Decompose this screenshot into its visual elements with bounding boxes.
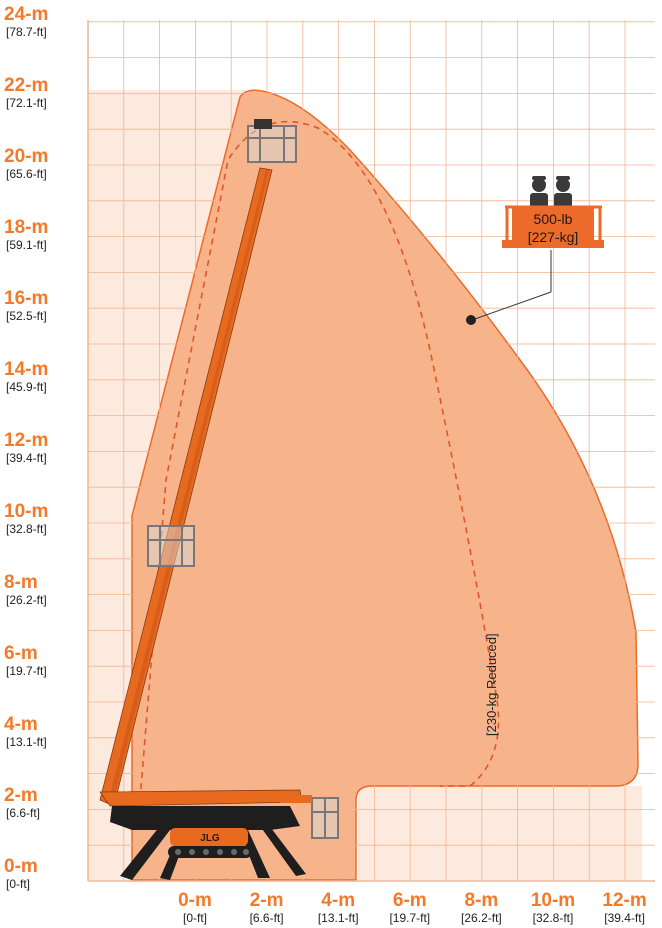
y-tick-label-ft: [19.7-ft]: [6, 664, 47, 678]
two-workers-helmet-icon: [530, 176, 572, 209]
working-envelope: [131, 89, 639, 881]
y-tick-label-m: 20-m: [4, 146, 48, 167]
x-tick-label-m: 10-m: [531, 890, 575, 911]
y-tick-label-ft: [52.5-ft]: [6, 309, 47, 323]
y-tick-label-ft: [32.8-ft]: [6, 522, 47, 536]
y-tick-label-m: 10-m: [4, 501, 48, 522]
y-tick-label-ft: [26.2-ft]: [6, 593, 47, 607]
machine-brand-logo: JLG: [200, 833, 220, 844]
y-tick-label-ft: [6.6-ft]: [6, 806, 40, 820]
x-tick-label-ft: [32.8-ft]: [533, 911, 574, 925]
x-tick-label-ft: [19.7-ft]: [389, 911, 430, 925]
x-tick-label-ft: [26.2-ft]: [461, 911, 502, 925]
y-tick-label-m: 4-m: [4, 714, 38, 735]
y-tick-label-m: 14-m: [4, 359, 48, 380]
y-tick-label-ft: [45.9-ft]: [6, 380, 47, 394]
x-tick-label-m: 12-m: [602, 890, 646, 911]
capacity-leader: [466, 250, 552, 325]
top-platform-basket: [247, 119, 297, 163]
y-tick-label-ft: [72.1-ft]: [6, 96, 47, 110]
reduced-capacity-label: [230-kg Reduced]: [484, 633, 499, 736]
y-tick-label-ft: [13.1-ft]: [6, 735, 47, 749]
y-tick-label-m: 22-m: [4, 75, 48, 96]
y-tick-label-m: 24-m: [4, 4, 48, 25]
aerial-lift-illustration: JLG: [99, 119, 339, 880]
x-tick-label-ft: [0-ft]: [183, 911, 207, 925]
low-platform-basket: [311, 797, 339, 839]
x-tick-label-m: 2-m: [250, 890, 284, 911]
capacity-lb: 500-lb: [534, 211, 573, 227]
x-tick-label-m: 6-m: [393, 890, 427, 911]
x-tick-label-m: 0-m: [178, 890, 212, 911]
x-tick-label-m: 4-m: [321, 890, 355, 911]
y-tick-label-ft: [59.1-ft]: [6, 238, 47, 252]
x-tick-label-m: 8-m: [465, 890, 499, 911]
x-tick-label-ft: [39.4-ft]: [604, 911, 645, 925]
y-tick-label-m: 12-m: [4, 430, 48, 451]
chart-frame: [87, 20, 655, 882]
y-tick-label-m: 0-m: [4, 856, 38, 877]
y-tick-label-ft: [78.7-ft]: [6, 25, 47, 39]
capacity-badge-body: [512, 207, 594, 247]
y-tick-label-m: 8-m: [4, 572, 38, 593]
y-tick-label-m: 6-m: [4, 643, 38, 664]
y-tick-label-m: 18-m: [4, 217, 48, 238]
x-tick-label-ft: [6.6-ft]: [250, 911, 284, 925]
capacity-point-marker: [466, 315, 476, 325]
x-tick-label-ft: [13.1-ft]: [318, 911, 359, 925]
y-tick-label-m: 16-m: [4, 288, 48, 309]
y-tick-label-ft: [65.6-ft]: [6, 167, 47, 181]
y-axis-ticks: 24-m[78.7-ft] 22-m[72.1-ft] 20-m[65.6-ft] 1…: [4, 4, 48, 891]
chassis: JLG: [110, 806, 306, 880]
mid-platform-basket: [147, 525, 195, 567]
capacity-badge: 500-lb [227-kg]: [502, 176, 604, 248]
capacity-kg: [227-kg]: [528, 229, 579, 245]
y-tick-label-ft: [39.4-ft]: [6, 451, 47, 465]
x-axis-ticks: 0-m[0-ft] 2-m[6.6-ft] 4-m[13.1-ft] 6-m[19.7…: [178, 890, 647, 925]
y-tick-label-m: 2-m: [4, 785, 38, 806]
y-tick-label-ft: [0-ft]: [6, 877, 30, 891]
